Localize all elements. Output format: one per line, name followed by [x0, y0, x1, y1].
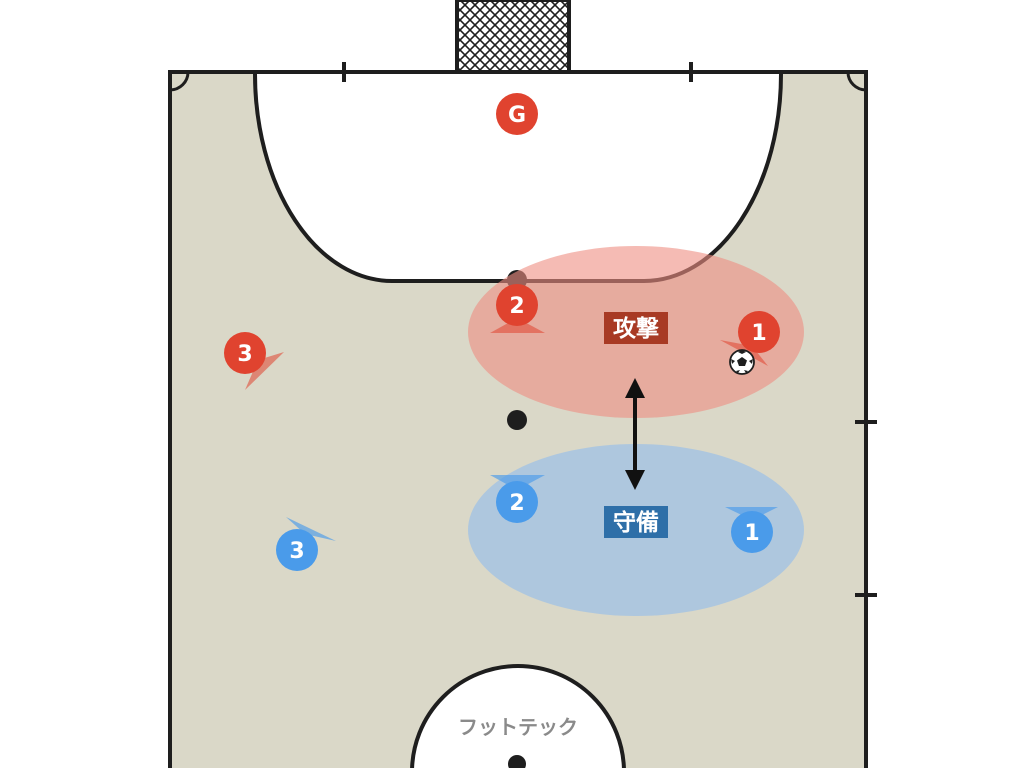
defense-player-1-number: 1 [744, 521, 759, 546]
attack-player-2-number: 2 [509, 294, 524, 319]
goal-net [455, 0, 571, 74]
goalkeeper-label: G [508, 103, 526, 128]
attack-player-3: 3 [224, 332, 266, 374]
defense-player-2: 2 [496, 481, 538, 523]
attack-player-2: 2 [496, 284, 538, 326]
defense-zone-label: 守備 [604, 506, 668, 538]
attack-zone-label: 攻撃 [604, 312, 668, 344]
defense-zone-label-text: 守備 [613, 509, 659, 536]
center-circle [410, 664, 626, 768]
attack-player-3-direction [245, 352, 284, 390]
watermark-text: フットテック [458, 715, 578, 739]
defense-player-2-number: 2 [509, 491, 524, 516]
attack-player-1: 1 [738, 311, 780, 353]
attack-player-1-number: 1 [751, 321, 766, 346]
center-spot [508, 755, 526, 768]
soccer-ball-icon [729, 349, 755, 375]
double-arrow-icon [625, 378, 645, 490]
second-penalty-spot [507, 410, 527, 430]
defense-player-3: 3 [276, 529, 318, 571]
defense-player-3-direction [286, 517, 336, 541]
defense-player-3-number: 3 [289, 539, 304, 564]
attack-zone-label-text: 攻撃 [613, 315, 659, 342]
attack-player-3-number: 3 [237, 342, 252, 367]
corner-arc-left [169, 71, 190, 92]
attack-goalkeeper: G [496, 93, 538, 135]
corner-arc-right [846, 71, 867, 92]
defense-player-1: 1 [731, 511, 773, 553]
